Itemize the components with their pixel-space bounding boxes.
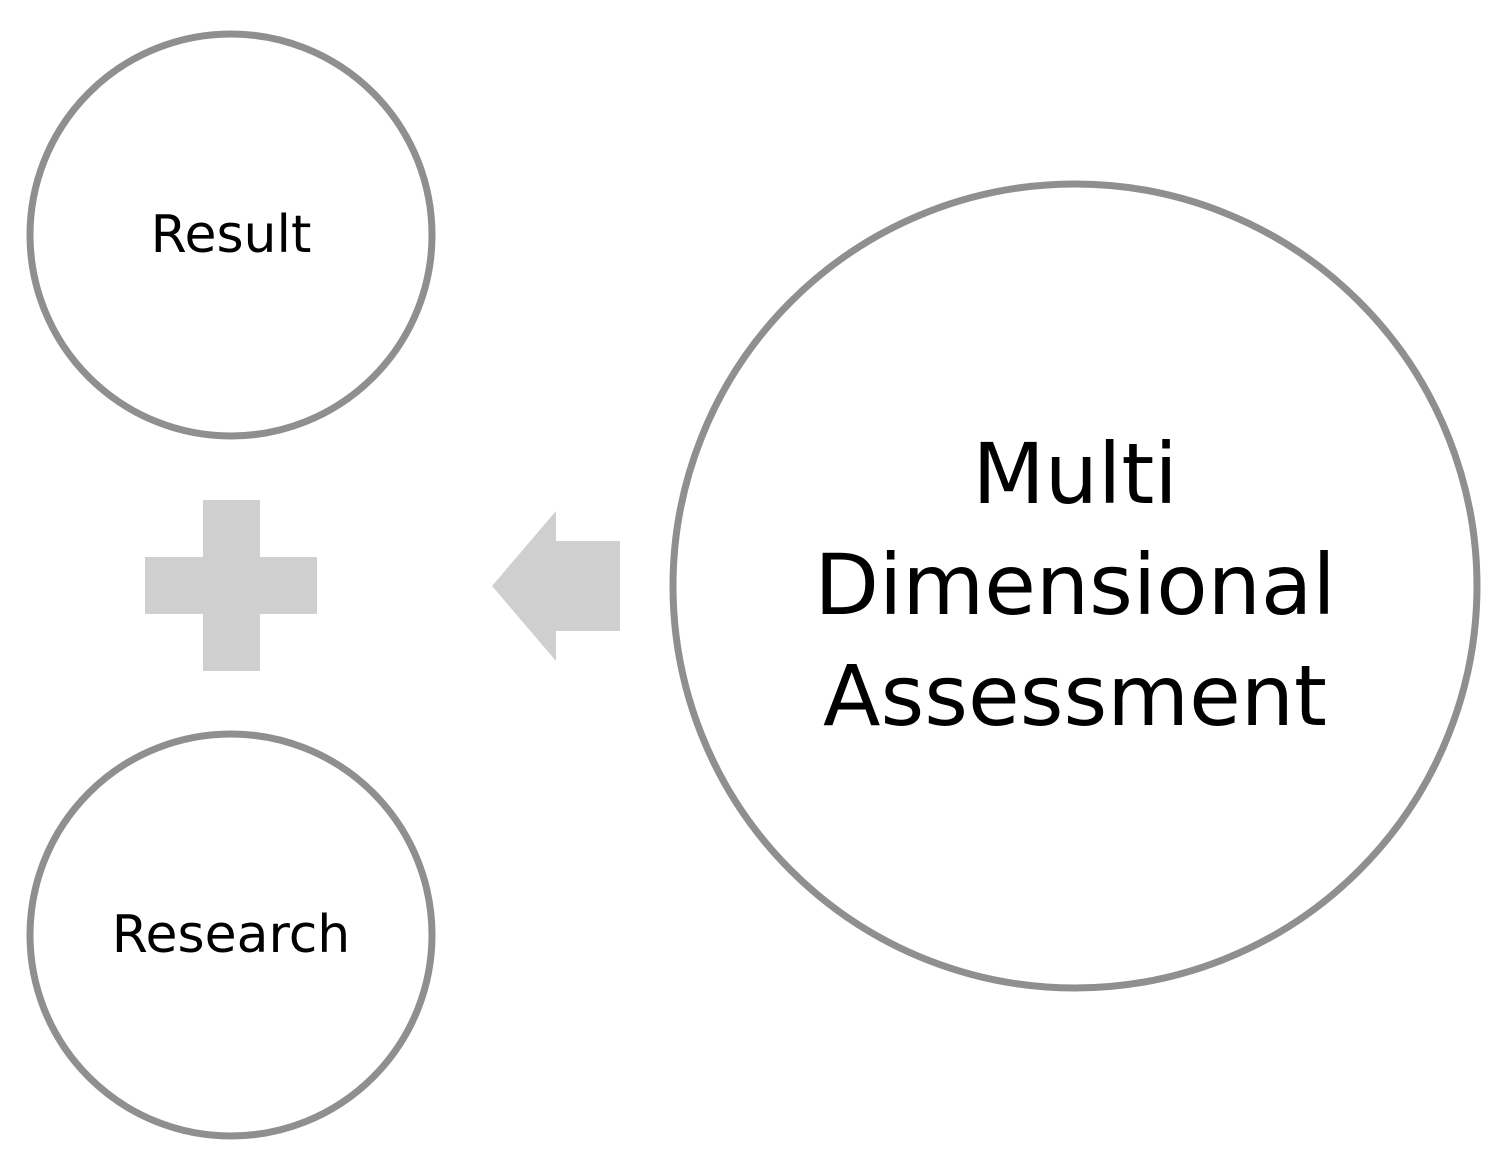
plus-icon-horizontal-bar <box>145 557 317 614</box>
research-label: Research <box>112 905 351 965</box>
left-arrow-icon <box>492 511 620 661</box>
plus-icon <box>145 500 317 671</box>
result-node: Result <box>26 30 436 440</box>
research-node: Research <box>26 730 436 1140</box>
assessment-node: Multi Dimensional Assessment <box>669 180 1481 992</box>
assessment-label-line-2: Dimensional <box>814 536 1335 634</box>
result-circle <box>26 30 436 440</box>
result-label: Result <box>151 205 312 265</box>
assessment-label-line-1: Multi <box>972 425 1177 523</box>
research-circle <box>26 730 436 1140</box>
assessment-circle <box>669 180 1481 992</box>
assessment-label-line-3: Assessment <box>823 647 1327 745</box>
